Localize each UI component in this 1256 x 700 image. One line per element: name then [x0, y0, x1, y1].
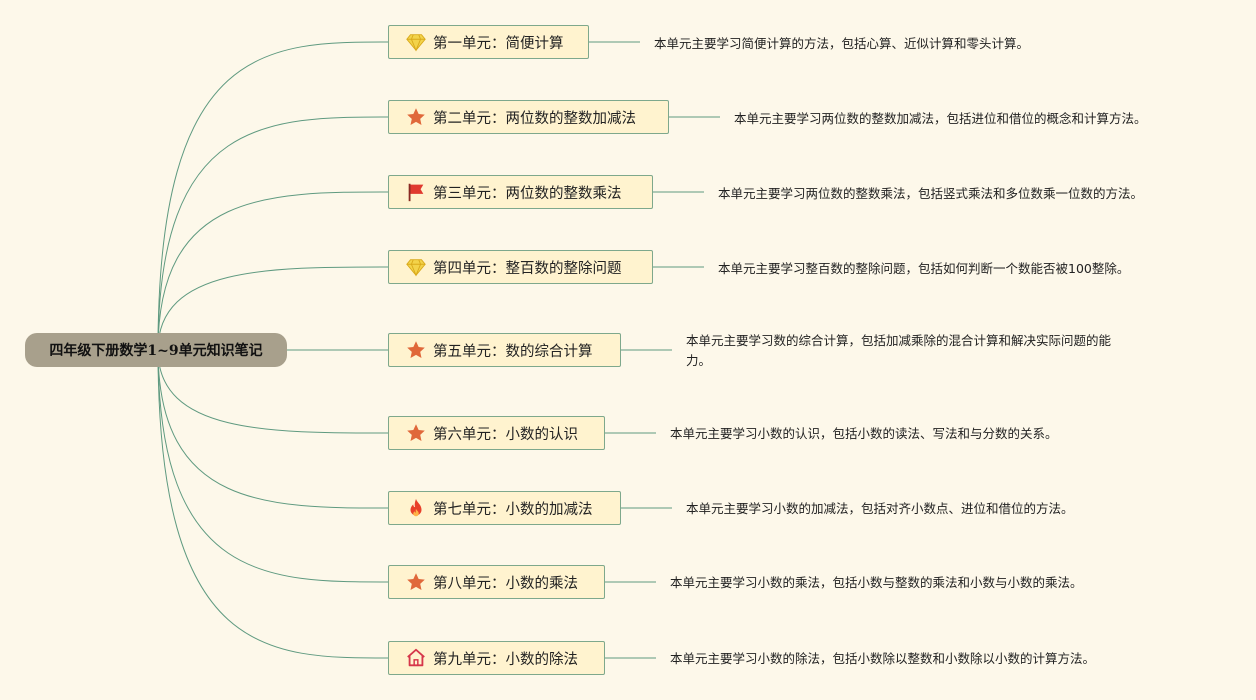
connector-line: [157, 116, 389, 351]
connector-line: [157, 41, 389, 351]
fire-icon: [405, 497, 427, 519]
unit-description-9: 本单元主要学习小数的除法，包括小数除以整数和小数除以小数的计算方法。: [670, 651, 1096, 666]
unit-label: 第七单元：小数的加减法: [433, 501, 593, 518]
unit-description-7: 本单元主要学习小数的加减法，包括对齐小数点、进位和借位的方法。: [686, 501, 1074, 516]
connector-line: [157, 191, 389, 351]
star-icon: [405, 339, 427, 361]
root-topic[interactable]: 四年级下册数学1~9单元知识笔记: [25, 333, 287, 367]
unit-description-5-line-2: 力。: [686, 353, 712, 368]
star-icon: [405, 422, 427, 444]
unit-topic-2[interactable]: 第二单元：两位数的整数加减法: [388, 100, 669, 134]
unit-topic-3[interactable]: 第三单元：两位数的整数乘法: [388, 175, 653, 209]
unit-topic-8[interactable]: 第八单元：小数的乘法: [388, 565, 605, 599]
unit-description-4: 本单元主要学习整百数的整除问题，包括如何判断一个数能否被100整除。: [718, 261, 1130, 276]
unit-label: 第四单元：整百数的整除问题: [433, 260, 622, 277]
unit-topic-7[interactable]: 第七单元：小数的加减法: [388, 491, 621, 525]
unit-topic-1[interactable]: 第一单元：简便计算: [388, 25, 589, 59]
unit-description-5-line-1: 本单元主要学习数的综合计算，包括加减乘除的混合计算和解决实际问题的能: [686, 333, 1112, 348]
unit-topic-4[interactable]: 第四单元：整百数的整除问题: [388, 250, 653, 284]
unit-label: 第二单元：两位数的整数加减法: [433, 110, 636, 127]
connector-line: [157, 349, 389, 434]
home-icon: [405, 647, 427, 669]
connector-line: [157, 349, 389, 509]
unit-label: 第五单元：数的综合计算: [433, 343, 593, 360]
unit-description-3: 本单元主要学习两位数的整数乘法，包括竖式乘法和多位数乘一位数的方法。: [718, 186, 1144, 201]
unit-label: 第八单元：小数的乘法: [433, 575, 578, 592]
unit-label: 第一单元：简便计算: [433, 35, 564, 52]
connector-line: [157, 349, 389, 659]
flag-icon: [405, 181, 427, 203]
unit-description-5: 本单元主要学习数的综合计算，包括加减乘除的混合计算和解决实际问题的能 力。: [686, 331, 1111, 371]
diamond-icon: [405, 256, 427, 278]
unit-description-8: 本单元主要学习小数的乘法，包括小数与整数的乘法和小数与小数的乘法。: [670, 575, 1083, 590]
connector-line: [157, 266, 389, 351]
unit-topic-6[interactable]: 第六单元：小数的认识: [388, 416, 605, 450]
unit-topic-5[interactable]: 第五单元：数的综合计算: [388, 333, 621, 367]
star-icon: [405, 106, 427, 128]
unit-label: 第六单元：小数的认识: [433, 426, 578, 443]
unit-description-2: 本单元主要学习两位数的整数加减法，包括进位和借位的概念和计算方法。: [734, 111, 1147, 126]
unit-label: 第九单元：小数的除法: [433, 651, 578, 668]
unit-description-1: 本单元主要学习简便计算的方法，包括心算、近似计算和零头计算。: [654, 36, 1030, 51]
unit-topic-9[interactable]: 第九单元：小数的除法: [388, 641, 605, 675]
star-icon: [405, 571, 427, 593]
unit-description-6: 本单元主要学习小数的认识，包括小数的读法、写法和与分数的关系。: [670, 426, 1058, 441]
unit-label: 第三单元：两位数的整数乘法: [433, 185, 622, 202]
connector-line: [157, 349, 389, 583]
diamond-icon: [405, 31, 427, 53]
